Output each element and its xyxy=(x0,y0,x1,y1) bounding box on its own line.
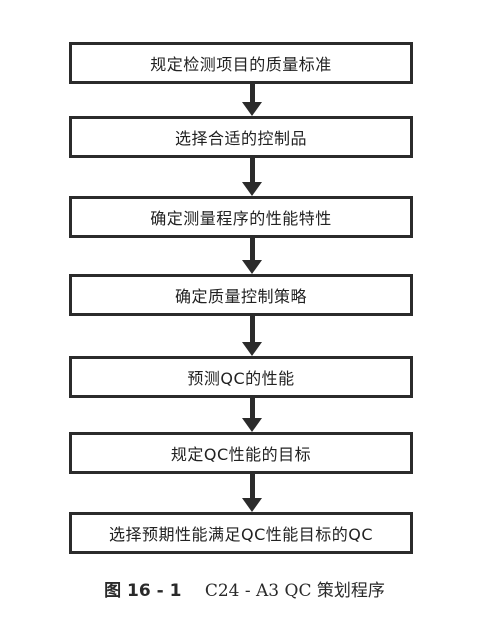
step-1-box: 规定检测项目的质量标准 xyxy=(69,42,413,84)
arrow-5-6 xyxy=(242,398,262,432)
step-2-box: 选择合适的控制品 xyxy=(69,116,413,158)
arrow-6-7 xyxy=(242,474,262,512)
step-5-label: 预测QC的性能 xyxy=(187,369,295,388)
step-6-box: 规定QC性能的目标 xyxy=(69,432,413,474)
step-3-box: 确定测量程序的性能特性 xyxy=(69,196,413,238)
step-1-label: 规定检测项目的质量标准 xyxy=(150,55,332,74)
arrow-2-3 xyxy=(242,158,262,196)
step-4-label: 确定质量控制策略 xyxy=(174,287,307,306)
figure-title: C24 - A3 QC 策划程序 xyxy=(204,581,385,601)
figure-caption: 图 16 - 1 C24 - A3 QC 策划程序 xyxy=(0,576,489,601)
arrow-3-4 xyxy=(242,238,262,274)
arrow-1-2 xyxy=(242,84,262,116)
figure-number: 图 16 - 1 xyxy=(104,581,182,601)
step-4-box: 确定质量控制策略 xyxy=(69,274,413,316)
step-6-label: 规定QC性能的目标 xyxy=(170,445,312,464)
step-7-box: 选择预期性能满足QC性能目标的QC xyxy=(69,512,413,554)
step-3-label: 确定测量程序的性能特性 xyxy=(150,209,332,228)
arrow-4-5 xyxy=(242,316,262,356)
step-2-label: 选择合适的控制品 xyxy=(174,129,307,148)
step-7-label: 选择预期性能满足QC性能目标的QC xyxy=(108,525,374,544)
step-5-box: 预测QC的性能 xyxy=(69,356,413,398)
